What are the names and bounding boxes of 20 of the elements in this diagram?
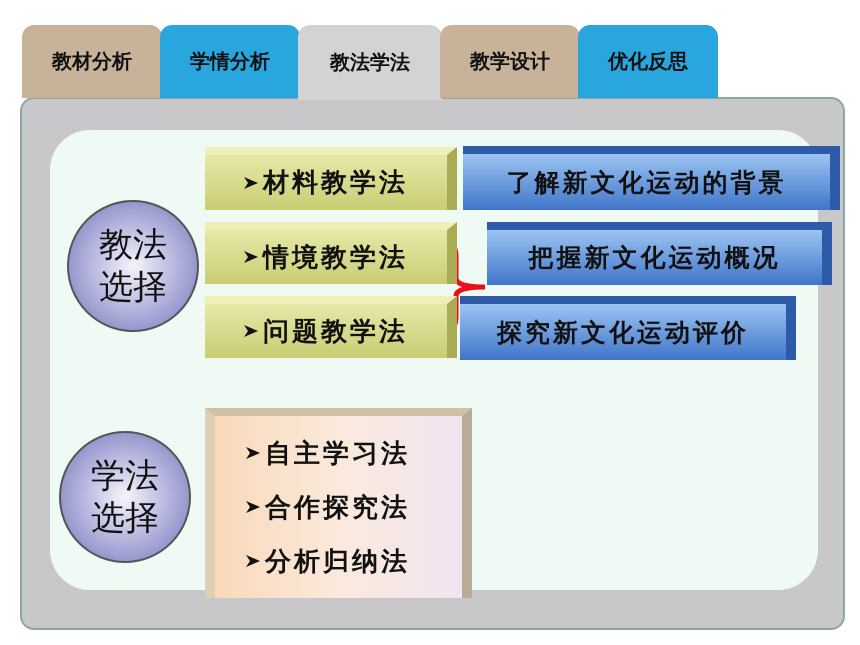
method-box (205, 147, 457, 210)
tab: 教法学法 (298, 25, 442, 100)
goal-box: 把握新文化运动概况 (487, 222, 832, 285)
method-label: 自主学习法 (265, 438, 410, 470)
method-label: 合作探究法 (265, 492, 410, 524)
method-box (205, 222, 457, 284)
tab: 教材分析 (22, 25, 162, 98)
tab: 教学设计 (440, 25, 580, 98)
method-label: 问题教学法 (263, 316, 408, 348)
category-label: 教法选择 (98, 224, 168, 308)
method-box (205, 408, 472, 598)
method-label: 情境教学法 (263, 242, 408, 274)
method-label: 分析归纳法 (265, 546, 410, 578)
method-box (205, 296, 457, 358)
method-label: 材料教学法 (263, 167, 408, 200)
tab: 学情分析 (160, 25, 300, 98)
goal-box: 探究新文化运动评价 (460, 296, 796, 360)
goal-box: 了解新文化运动的背景 (463, 146, 840, 210)
category-label: 学法选择 (90, 455, 160, 539)
tab: 优化反思 (578, 25, 718, 98)
